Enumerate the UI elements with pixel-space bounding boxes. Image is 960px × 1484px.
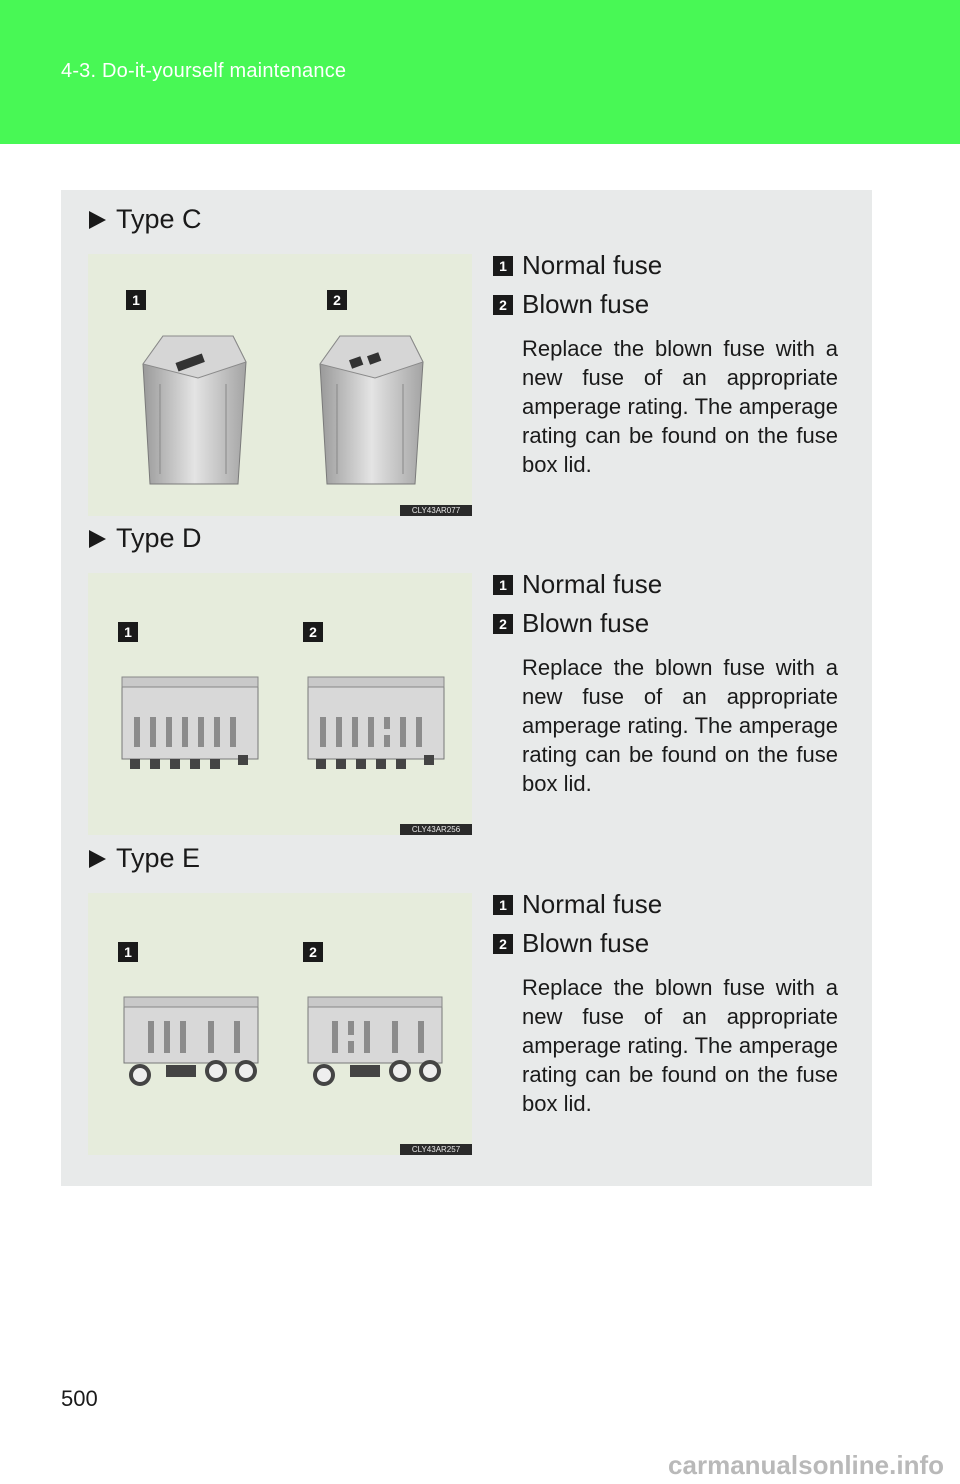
legend-label: Normal fuse: [522, 250, 663, 280]
number-badge: 2: [493, 613, 513, 634]
number-badge: 1: [493, 894, 513, 915]
legend-item-blown: 2 Blown fuse: [493, 285, 853, 324]
fuse-illustration: 1 2 CLY43AR257: [88, 893, 472, 1155]
number-badge: 1: [493, 255, 513, 276]
legend-item-normal: 1 Normal fuse: [493, 246, 853, 285]
number-badge: 2: [493, 933, 513, 954]
type-e-section: Type E: [61, 829, 872, 1155]
description: Replace the blown fuse with a new fuse o…: [522, 975, 838, 1116]
fuse-types-panel: Type C: [61, 190, 872, 1186]
marker-2: 2: [303, 942, 323, 962]
normal-bolt-fuse-drawing: [123, 996, 259, 1086]
legend-item-blown: 2 Blown fuse: [493, 924, 853, 963]
marker-1: 1: [118, 942, 138, 962]
page-header: 4-3. Do-it-yourself maintenance: [0, 0, 960, 144]
marker-2: 2: [303, 622, 323, 642]
legend: 1 Normal fuse 2 Blown fuse: [493, 885, 853, 963]
type-c-section: Type C: [61, 190, 872, 516]
normal-fuse-block-drawing: [121, 676, 259, 769]
blown-fuse-block-drawing: [307, 676, 445, 769]
fuse-illustration: 1 2 CLY43AR256: [88, 573, 472, 835]
fuse-block-drawing: [121, 676, 445, 769]
number-badge: 1: [493, 574, 513, 595]
legend-item-normal: 1 Normal fuse: [493, 885, 853, 924]
legend-item-normal: 1 Normal fuse: [493, 565, 853, 604]
bolt-fuse-drawing: [123, 996, 443, 1086]
fuse-illustration: 1 2 CLY43AR077: [88, 254, 472, 516]
description: Replace the blown fuse with a new fuse o…: [522, 655, 838, 796]
page-number: 500: [61, 1386, 98, 1411]
legend: 1 Normal fuse 2 Blown fuse: [493, 246, 853, 324]
legend-label: Blown fuse: [522, 608, 650, 638]
arrow-icon: [89, 849, 106, 868]
image-code: CLY43AR077: [400, 505, 472, 516]
type-label: Type D: [116, 523, 202, 553]
image-code: CLY43AR256: [400, 824, 472, 835]
legend-label: Normal fuse: [522, 889, 663, 919]
number-badge: 2: [493, 294, 513, 315]
type-d-section: Type D: [61, 509, 872, 835]
type-heading: Type D: [89, 523, 202, 554]
type-heading: Type E: [89, 843, 200, 874]
cartridge-fuse-drawing: [142, 335, 424, 485]
legend-label: Blown fuse: [522, 928, 650, 958]
normal-fuse-drawing: [142, 335, 247, 485]
marker-1: 1: [126, 290, 146, 310]
section-title: 4-3. Do-it-yourself maintenance: [61, 60, 347, 82]
marker-1: 1: [118, 622, 138, 642]
marker-2: 2: [327, 290, 347, 310]
arrow-icon: [89, 529, 106, 548]
legend-label: Normal fuse: [522, 569, 663, 599]
blown-fuse-drawing: [319, 335, 424, 485]
image-code: CLY43AR257: [400, 1144, 472, 1155]
legend: 1 Normal fuse 2 Blown fuse: [493, 565, 853, 643]
legend-item-blown: 2 Blown fuse: [493, 604, 853, 643]
blown-bolt-fuse-drawing: [307, 996, 443, 1086]
legend-label: Blown fuse: [522, 289, 650, 319]
type-heading: Type C: [89, 204, 202, 235]
type-label: Type E: [116, 843, 201, 873]
description: Replace the blown fuse with a new fuse o…: [522, 336, 838, 477]
watermark: carmanualsonline.info: [668, 1450, 944, 1480]
arrow-icon: [89, 210, 106, 229]
type-label: Type C: [116, 204, 202, 234]
